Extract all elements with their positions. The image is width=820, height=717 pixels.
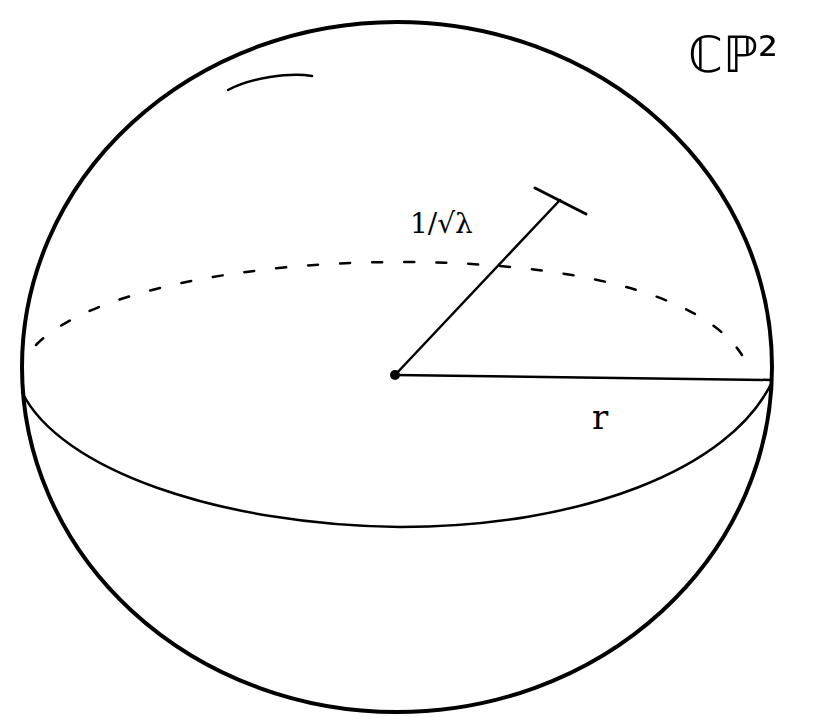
radius-label: r	[592, 400, 608, 434]
equator-back	[36, 262, 742, 355]
radius-end-bar	[535, 188, 586, 214]
radius-label: 1/√λ	[410, 210, 473, 238]
space-label: ℂℙ²	[688, 30, 778, 80]
radius-line	[395, 200, 560, 375]
sphere-outline	[22, 22, 772, 712]
equator-front	[22, 382, 772, 527]
surface-mark	[228, 75, 312, 90]
center-dot	[390, 370, 400, 380]
radius-r-line	[395, 375, 772, 380]
